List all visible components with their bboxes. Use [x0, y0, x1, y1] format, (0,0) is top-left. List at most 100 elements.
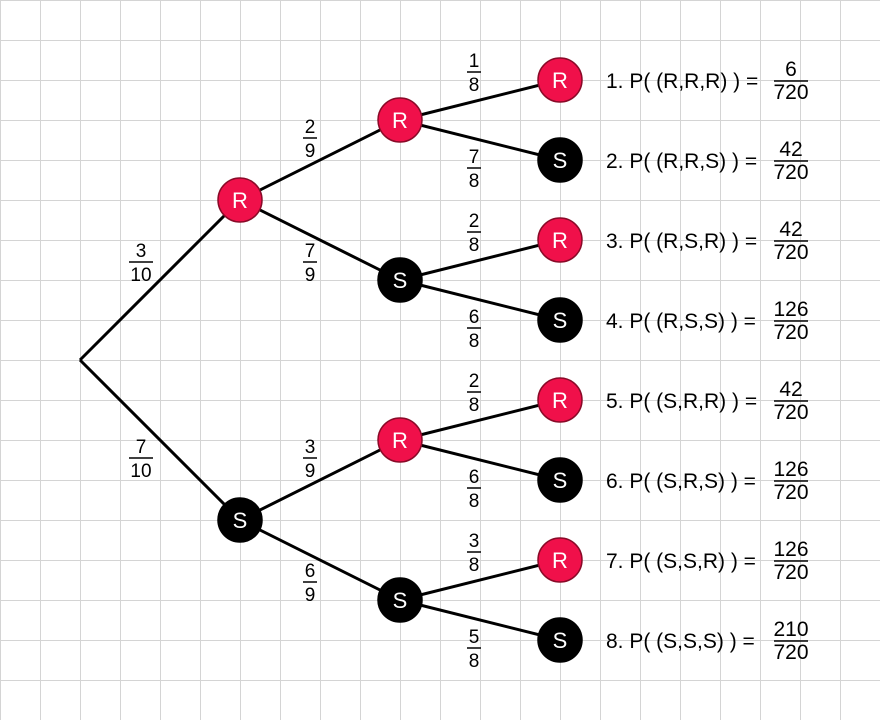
outcome-numerator: 126	[773, 298, 808, 321]
prob-level2-3: 69	[303, 561, 317, 606]
node-level2-2: R	[377, 417, 423, 463]
prob-level3-5-denominator: 8	[469, 491, 480, 512]
node-level2-1-label: S	[393, 268, 408, 293]
outcome-expression: 4. P( (R,S,S) ) =	[606, 310, 756, 333]
edge-AR-leaf-1	[399, 118, 561, 162]
node-level3-7-label: S	[553, 628, 568, 653]
node-level2-3-circle	[377, 577, 423, 623]
outcome-denominator: 720	[773, 81, 808, 104]
node-level3-5: S	[537, 457, 583, 503]
outcome-expression: 8. P( (S,S,S) ) =	[606, 630, 755, 653]
prob-level2-1-numerator: 7	[305, 241, 316, 262]
edge-B-BS	[239, 518, 401, 602]
prob-level2-0: 29	[303, 117, 317, 162]
node-level3-4-label: R	[552, 388, 568, 413]
prob-level2-3-denominator: 9	[305, 585, 316, 606]
outcome-denominator: 720	[773, 161, 808, 184]
outcome-numerator: 42	[779, 378, 802, 401]
node-level3-1-label: S	[553, 148, 568, 173]
node-level1-1: S	[217, 497, 263, 543]
edge-AR-leaf-0	[399, 78, 561, 122]
node-level3-6-circle	[537, 537, 583, 583]
edge-BR-leaf-5	[399, 438, 561, 482]
node-level1-0: R	[217, 177, 263, 223]
node-level3-1-circle	[537, 137, 583, 183]
prob-level2-2-denominator: 9	[305, 461, 316, 482]
node-level3-2-circle	[537, 217, 583, 263]
outcome-expression: 1. P( (R,R,R) ) =	[606, 70, 758, 93]
node-level1-0-circle	[217, 177, 263, 223]
outcome-denominator: 720	[773, 321, 808, 344]
prob-level3-0: 18	[467, 51, 481, 96]
prob-level3-2: 28	[467, 211, 481, 256]
node-level3-7: S	[537, 617, 583, 663]
node-level3-7-circle	[537, 617, 583, 663]
prob-level2-1-denominator: 9	[305, 265, 316, 286]
node-level3-1: S	[537, 137, 583, 183]
node-level2-3-label: S	[393, 588, 408, 613]
prob-level3-3-denominator: 8	[469, 331, 480, 352]
tree-nodes: R S R S R S R S R S R S R S	[217, 57, 583, 663]
prob-level3-6-numerator: 3	[469, 531, 480, 552]
outcome-denominator: 720	[773, 481, 808, 504]
outcome-numerator: 6	[785, 58, 797, 81]
node-level2-1-circle	[377, 257, 423, 303]
outcome-numerator: 126	[773, 458, 808, 481]
prob-level3-4-numerator: 2	[469, 371, 480, 392]
node-level3-2-label: R	[552, 228, 568, 253]
outcome-denominator: 720	[773, 401, 808, 424]
prob-level3-1-denominator: 8	[469, 171, 480, 192]
prob-level3-6-denominator: 8	[469, 555, 480, 576]
node-level2-3: S	[377, 577, 423, 623]
node-level3-6: R	[537, 537, 583, 583]
prob-level3-5-numerator: 6	[469, 467, 480, 488]
node-level3-6-label: R	[552, 548, 568, 573]
node-level3-0-label: R	[552, 68, 568, 93]
prob-level3-0-numerator: 1	[469, 51, 480, 72]
prob-level2-1: 79	[303, 241, 317, 286]
prob-level3-3: 68	[467, 307, 481, 352]
outcome-expression: 7. P( (S,S,R) ) =	[606, 550, 756, 573]
node-level3-4: R	[537, 377, 583, 423]
prob-level1-1-denominator: 10	[130, 461, 151, 482]
edge-A-AS	[239, 198, 401, 282]
edge-AS-leaf-3	[399, 278, 561, 322]
prob-level3-0-denominator: 8	[469, 75, 480, 96]
prob-level2-2-numerator: 3	[305, 437, 316, 458]
outcome-denominator: 720	[773, 241, 808, 264]
prob-level3-7: 58	[467, 627, 481, 672]
prob-level3-2-numerator: 2	[469, 211, 480, 232]
node-level2-0-circle	[377, 97, 423, 143]
node-level2-0: R	[377, 97, 423, 143]
node-level2-2-label: R	[392, 428, 408, 453]
prob-level2-2: 39	[303, 437, 317, 482]
node-level3-3-label: S	[553, 308, 568, 333]
edge-BS-leaf-7	[399, 598, 561, 642]
node-level3-3-circle	[537, 297, 583, 343]
outcome-expression: 2. P( (R,R,S) ) =	[606, 150, 757, 173]
prob-level2-0-numerator: 2	[305, 117, 316, 138]
outcome-numerator: 210	[773, 618, 808, 641]
prob-level3-5: 68	[467, 467, 481, 512]
prob-level3-7-numerator: 5	[469, 627, 480, 648]
edge-root-A	[78, 198, 242, 362]
outcome-denominator: 720	[773, 641, 808, 664]
outcome-expression: 6. P( (S,R,S) ) =	[606, 470, 756, 493]
node-level2-1: S	[377, 257, 423, 303]
prob-level3-6: 38	[467, 531, 481, 576]
node-level3-5-circle	[537, 457, 583, 503]
edge-BR-leaf-4	[399, 398, 561, 442]
node-level3-0: R	[537, 57, 583, 103]
edge-root-B	[78, 358, 242, 522]
node-level1-1-circle	[217, 497, 263, 543]
